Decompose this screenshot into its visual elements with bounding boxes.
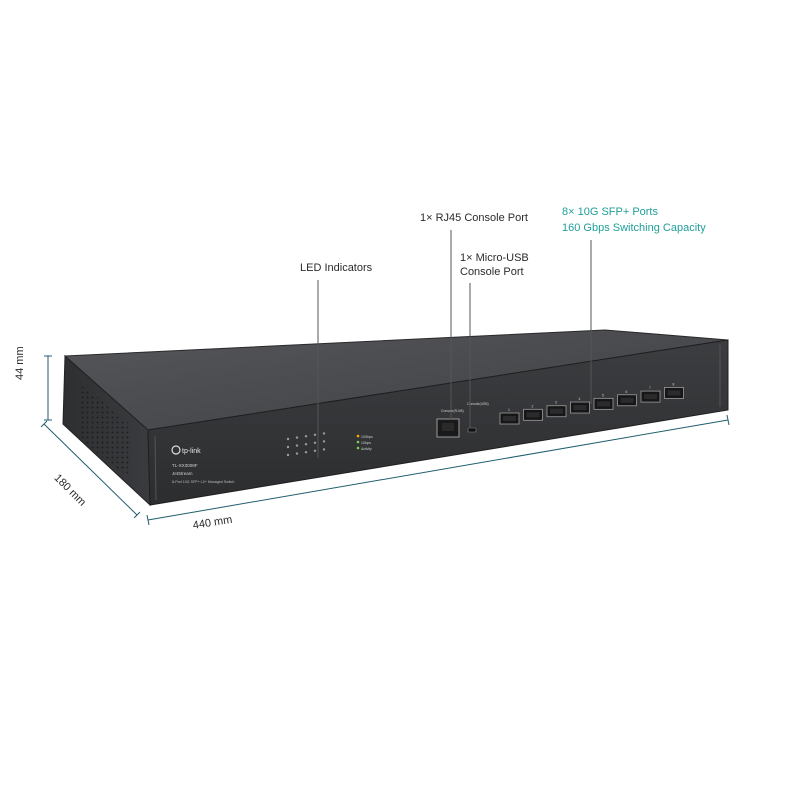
led-dot bbox=[322, 448, 326, 451]
led-dot bbox=[304, 443, 308, 446]
led-legend-1g: 1Gbps bbox=[361, 441, 371, 445]
sfp-port-cage bbox=[526, 412, 540, 418]
console-rj45-label: Console(RJ45) bbox=[441, 409, 464, 413]
dimension-width-line bbox=[146, 414, 730, 526]
led-dot bbox=[286, 453, 290, 457]
sfp-port-cage bbox=[644, 394, 657, 400]
sfp-port-number: 8 bbox=[673, 382, 675, 386]
sfp-port-group: 1 2 3 4 5 6 7 8 bbox=[499, 382, 684, 425]
sfp-port-cage bbox=[503, 416, 516, 421]
sfp-port-number: 6 bbox=[626, 390, 628, 394]
sfp-port-number: 5 bbox=[602, 393, 604, 397]
led-indicators-callout: LED Indicators bbox=[300, 262, 373, 274]
sfp-port-number: 1 bbox=[508, 408, 510, 412]
led-legend-activity: Activity bbox=[361, 447, 372, 451]
led-dot bbox=[322, 440, 326, 443]
sfp-port-number: 4 bbox=[579, 397, 581, 401]
side-vents bbox=[80, 383, 130, 478]
led-dot bbox=[313, 433, 317, 436]
led-dot bbox=[313, 449, 317, 452]
led-dot bbox=[286, 437, 290, 441]
led-dot bbox=[295, 444, 299, 447]
series-text: JetStream bbox=[172, 471, 193, 476]
sfp-port-number: 7 bbox=[649, 386, 651, 390]
sfp-ports-callout: 8× 10G SFP+ Ports bbox=[562, 206, 658, 218]
led-indicator-grid bbox=[286, 432, 326, 457]
sfp-port-cage bbox=[597, 401, 610, 407]
brand-text: tp-link bbox=[182, 448, 201, 455]
dimension-height-line bbox=[44, 355, 52, 421]
led-legend-10g: 10Gbps bbox=[361, 435, 373, 439]
led-dot bbox=[295, 436, 299, 439]
micro-usb-callout-line2: Console Port bbox=[460, 266, 524, 278]
led-dot bbox=[304, 451, 308, 454]
dimension-depth-line bbox=[40, 420, 141, 519]
sfp-port-cage bbox=[620, 397, 634, 403]
led-dot bbox=[322, 432, 326, 435]
sfp-port-cage bbox=[573, 405, 587, 411]
micro-usb-callout-line1: 1× Micro-USB bbox=[460, 252, 529, 264]
led-legend: 10Gbps 1Gbps Activity bbox=[356, 434, 373, 451]
tp-link-logo: tp-link bbox=[171, 445, 201, 455]
rj45-console-callout: 1× RJ45 Console Port bbox=[420, 212, 528, 224]
console-usb-label: Console(USB) bbox=[467, 402, 489, 406]
micro-usb-console-port bbox=[467, 427, 477, 433]
switching-capacity-callout: 160 Gbps Switching Capacity bbox=[562, 222, 706, 234]
dimension-height-label: 44 mm bbox=[14, 346, 26, 380]
led-dot bbox=[286, 445, 290, 449]
sfp-port-number: 2 bbox=[532, 404, 534, 408]
led-dot bbox=[304, 435, 308, 438]
led-dot bbox=[295, 452, 299, 455]
sfp-port-cage bbox=[550, 408, 563, 414]
led-dot bbox=[313, 441, 317, 444]
sfp-port-number: 3 bbox=[555, 401, 557, 405]
model-text: TL-SX3008F bbox=[172, 463, 198, 468]
description-text: 8-Port 10G SFP+ L2+ Managed Switch bbox=[172, 480, 234, 484]
sfp-port-cage bbox=[667, 390, 681, 396]
